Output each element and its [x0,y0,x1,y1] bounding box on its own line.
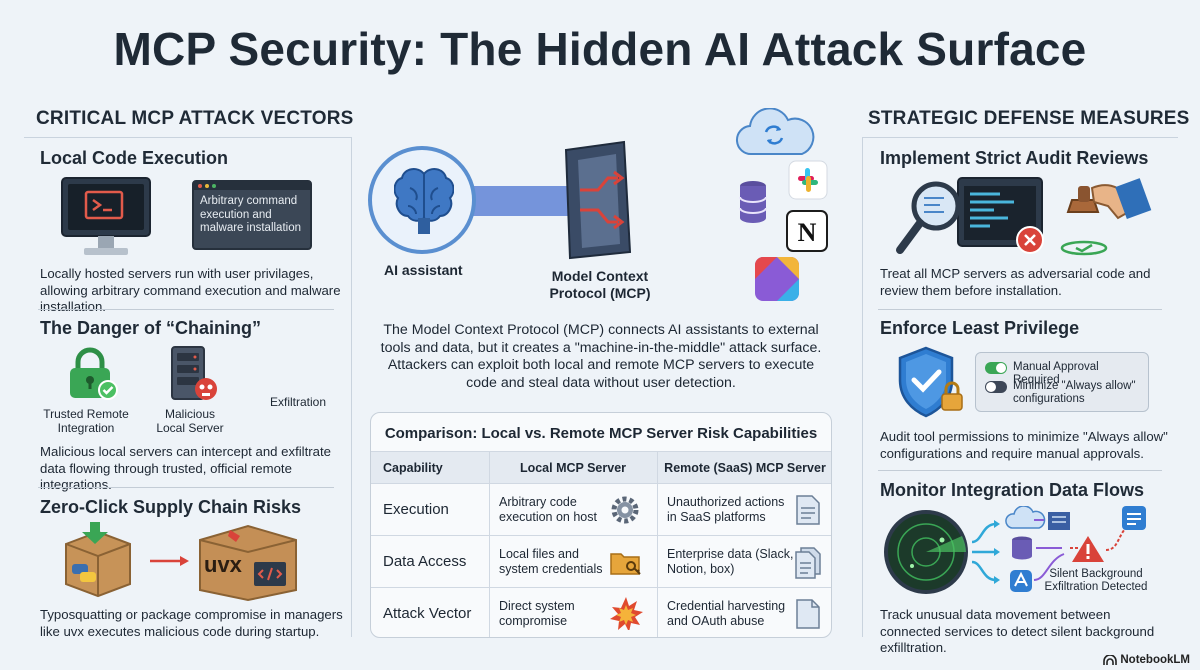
chaining-title: The Danger of “Chaining” [40,318,262,338]
terminal-window-callout: Arbitrary command execution and malware … [192,180,312,250]
shield-check-icon [898,346,963,418]
arrow-right-icon [150,556,189,566]
manual-approval-label: Manual Approval Required [1013,361,1099,386]
table-row: Attack Vector Direct system compromise C… [371,587,831,637]
always-allow-label: Minimize "Always allow" configurations [1013,380,1136,405]
header-capability: Capability [383,460,443,475]
left-panel-side-line [351,137,352,637]
explosion-icon [610,597,643,630]
uvx-box-label: uvx [204,552,242,577]
padlock-check-icon [70,347,118,400]
notebooklm-brand: NotebookLM [1103,654,1190,666]
local-code-execution-text: Locally hosted servers run with user pri… [40,266,341,314]
malicious-server-label: Malicious Local Server [156,407,224,435]
row-label: Data Access [383,553,467,570]
brain-icon [394,168,454,234]
comparison-table: Comparison: Local vs. Remote MCP Server … [370,412,832,638]
permission-settings-panel: Manual Approval Required Minimize "Alway… [975,352,1149,412]
least-privilege-text: Audit tool permissions to minimize "Alwa… [880,429,1168,461]
trusted-remote-label: Trusted Remote Integration [43,407,129,435]
header-local: Local MCP Server [519,460,627,475]
table-row: Data Access Local files and system crede… [371,535,831,587]
document-icon [796,599,820,629]
row-label: Execution [383,501,449,518]
table-row: Execution Arbitrary code execution on ho… [371,483,831,535]
package-box-icon [65,522,131,598]
audit-review-illustration [896,177,1152,256]
svg-text:N: N [798,218,817,247]
malicious-server-icon [171,346,217,400]
attack-vectors-heading: CRITICAL MCP ATTACK VECTORS [36,108,354,129]
ai-assistant-label: AI assistant [384,262,463,278]
least-privilege-title: Enforce Least Privilege [880,318,1080,338]
notebooklm-logo-icon [1103,654,1118,665]
supply-chain-title: Zero-Click Supply Chain Risks [40,497,302,517]
manual-approval-toggle[interactable] [985,362,1007,374]
row-remote-text: Credential harvesting and OAuth abuse [667,598,786,628]
always-allow-toggle[interactable] [985,381,1007,393]
row-local-text: Arbitrary code execution on host [499,494,597,524]
terminal-callout-text: Arbitrary command execution and malware … [200,195,301,234]
mcp-description: The Model Context Protocol (MCP) connect… [380,322,822,391]
computer-monitor-icon [61,177,151,255]
table-column-divider [657,451,658,637]
row-local-text: Local files and system credentials [499,546,603,576]
row-label: Attack Vector [383,605,472,622]
section-divider [38,309,334,310]
monitor-flows-title: Monitor Integration Data Flows [880,480,1144,500]
row-local-text: Direct system compromise [499,598,575,628]
section-divider [878,309,1162,310]
gear-icon [611,496,639,524]
notion-icon: N [786,210,828,252]
folder-key-icon [610,553,641,575]
cloud-sync-icon [735,108,815,156]
section-divider [878,470,1162,471]
app-logo-icon [755,257,799,301]
audit-reviews-title: Implement Strict Audit Reviews [880,148,1149,168]
row-remote-text: Enterprise data (Slack, Notion, box) [667,546,794,576]
monitor-flows-text: Track unusual data movement between conn… [880,607,1155,655]
mcp-gateway-icon [564,140,632,260]
local-code-execution-title: Local Code Execution [40,148,229,168]
section-divider [38,487,334,488]
exfiltration-alert-label: Silent Background Exfiltration Detected [1044,568,1148,593]
audit-reviews-text: Treat all MCP servers as adversarial cod… [880,266,1151,298]
mcp-label: Model Context Protocol (MCP) [549,268,651,301]
right-panel-top-line [862,137,1178,138]
document-icon [796,495,820,525]
header-remote: Remote (SaaS) MCP Server [664,460,826,475]
left-panel-top-line [24,137,352,138]
documents-icon [795,547,821,579]
supply-chain-text: Typosquatting or package compromise in m… [40,607,343,639]
row-remote-text: Unauthorized actions in SaaS platforms [667,494,785,524]
right-panel-side-line [862,137,863,637]
uvx-box-icon [199,524,297,602]
table-title: Comparison: Local vs. Remote MCP Server … [384,425,818,442]
table-column-divider [489,451,490,637]
defense-measures-heading: STRATEGIC DEFENSE MEASURES [868,108,1190,129]
brand-text: NotebookLM [1120,654,1190,666]
data-flow-monitor-illustration [884,506,1146,594]
ai-to-mcp-diagram [368,146,580,254]
slack-icon [788,160,828,200]
database-icon [739,181,767,223]
exfiltration-label: Exfiltration [269,395,327,409]
table-header-row: Capability Local MCP Server Remote (SaaS… [371,451,831,483]
chaining-text: Malicious local servers can intercept an… [40,444,331,492]
page-title: MCP Security: The Hidden AI Attack Surfa… [113,23,1087,75]
